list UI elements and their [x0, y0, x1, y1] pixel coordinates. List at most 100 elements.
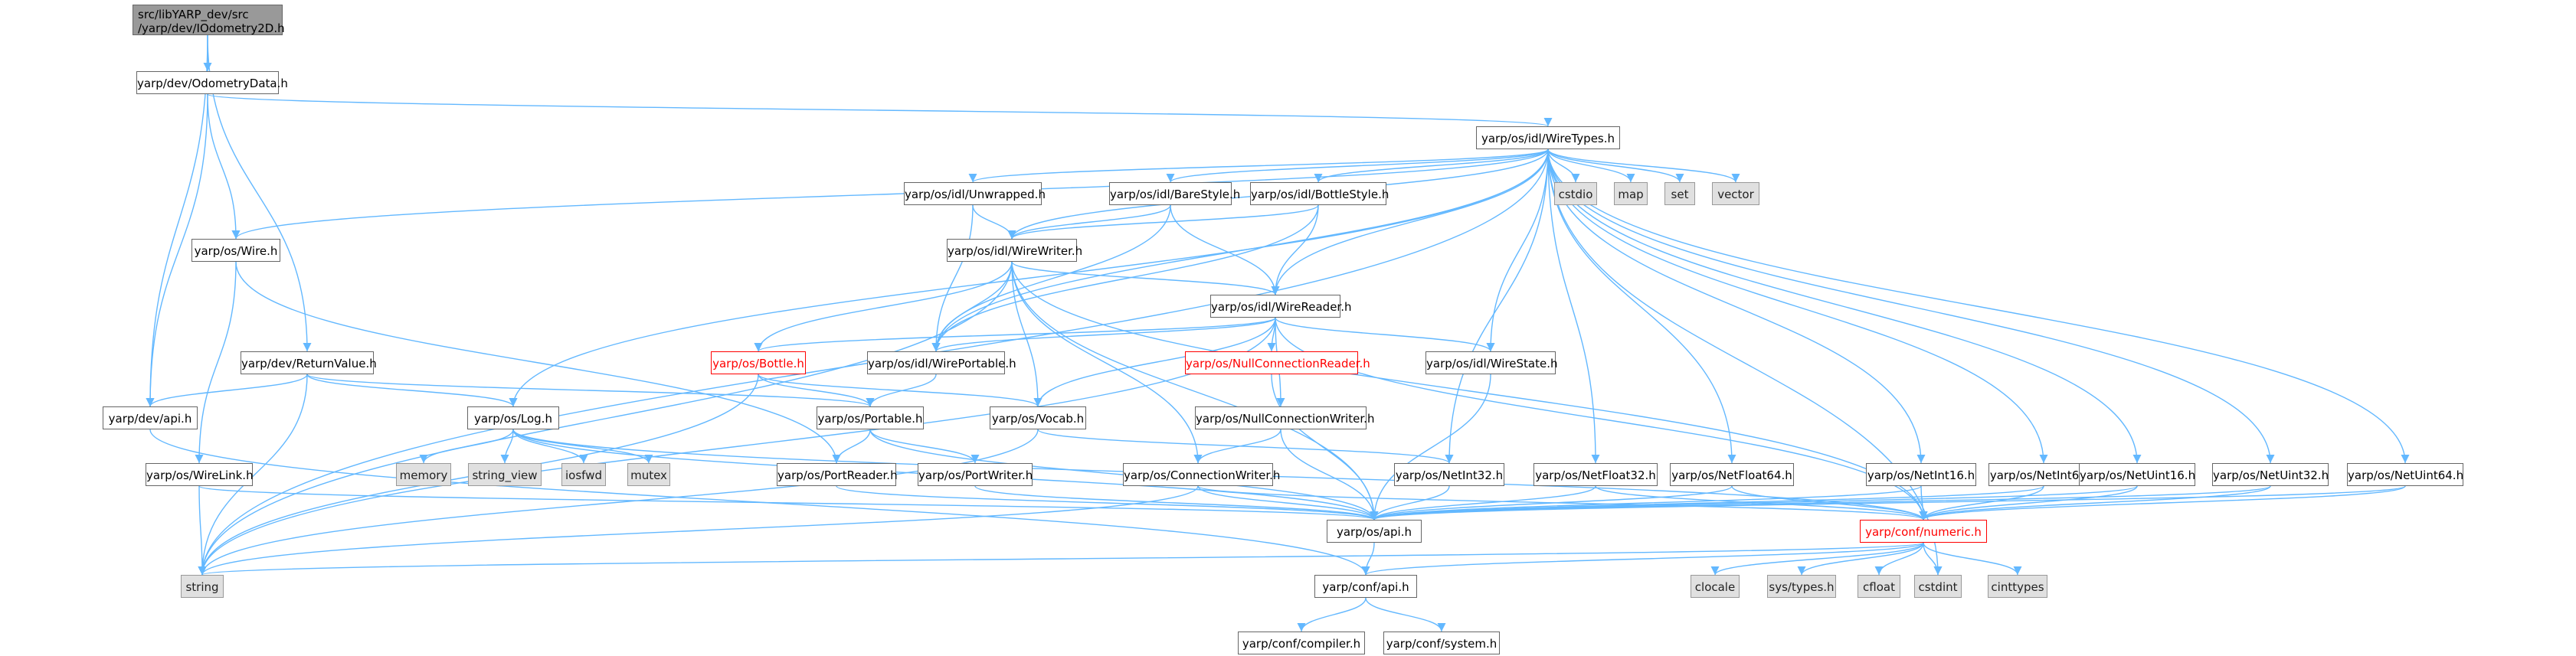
edge-wire-link-to-string — [198, 485, 207, 576]
edge-wire-types-to-net-int16 — [1547, 148, 1926, 464]
node-conf-api[interactable]: yarp/conf/api.h — [1314, 575, 1417, 598]
node-port-writer[interactable]: yarp/os/PortWriter.h — [918, 463, 1033, 486]
edge-vocab-to-net-int32 — [1037, 429, 1454, 464]
node-wire[interactable]: yarp/os/Wire.h — [191, 239, 280, 262]
edge-return-value-to-portable — [306, 374, 875, 407]
edge-log-to-memory — [419, 429, 514, 464]
edge-port-reader-to-os-api — [836, 485, 1379, 521]
edge-bottle-to-portable — [758, 374, 875, 407]
edge-vocab-to-string — [198, 429, 1039, 576]
edge-port-writer-to-os-api — [974, 485, 1379, 521]
node-return-value[interactable]: yarp/dev/ReturnValue.h — [241, 351, 377, 374]
node-conf-numeric[interactable]: yarp/conf/numeric.h — [1860, 520, 1987, 543]
node-memory: memory — [396, 463, 451, 486]
edge-wire-portable-to-portable — [866, 374, 937, 407]
edge-conf-api-to-conf-compiler — [1297, 597, 1367, 632]
node-root[interactable]: src/libYARP_dev/src /yarp/dev/IOdometry2… — [133, 5, 285, 35]
node-wire-portable[interactable]: yarp/os/idl/WirePortable.h — [867, 351, 1016, 374]
edge-null-conn-writer-to-conn-writer — [1193, 429, 1281, 464]
node-net-float32[interactable]: yarp/os/NetFloat32.h — [1533, 463, 1658, 486]
edge-wire-types-to-cstdint — [1547, 148, 1943, 576]
node-wire-reader[interactable]: yarp/os/idl/WireReader.h — [1210, 295, 1352, 318]
node-wire-writer[interactable]: yarp/os/idl/WireWriter.h — [947, 239, 1082, 262]
edge-wire-types-to-bottle-style — [1314, 148, 1549, 183]
edge-portable-to-os-api — [869, 429, 1379, 521]
node-wire-types[interactable]: yarp/os/idl/WireTypes.h — [1476, 126, 1620, 149]
edge-bottle-style-to-wire-portable — [931, 204, 1319, 352]
node-map: map — [1614, 182, 1648, 205]
node-wire-state[interactable]: yarp/os/idl/WireState.h — [1425, 351, 1557, 374]
edge-conn-writer-to-os-api — [1197, 485, 1379, 521]
node-os-api[interactable]: yarp/os/api.h — [1327, 520, 1422, 543]
edge-return-value-to-string — [198, 374, 308, 576]
node-bottle-style[interactable]: yarp/os/idl/BottleStyle.h — [1250, 182, 1389, 205]
node-conn-writer[interactable]: yarp/os/ConnectionWriter.h — [1123, 463, 1280, 486]
edge-net-int64-to-conf-numeric — [1919, 485, 2044, 521]
edge-wire-types-to-log — [509, 148, 1549, 407]
node-cinttypes: cinttypes — [1988, 575, 2047, 598]
node-dev-api[interactable]: yarp/dev/api.h — [103, 406, 198, 429]
node-vector: vector — [1712, 182, 1759, 205]
edge-unwrapped-to-wire-writer — [972, 204, 1016, 240]
node-net-int16[interactable]: yarp/os/NetInt16.h — [1866, 463, 1976, 486]
node-net-uint64[interactable]: yarp/os/NetUint64.h — [2347, 463, 2463, 486]
node-conf-system[interactable]: yarp/conf/system.h — [1383, 632, 1500, 654]
edge-bare-style-to-wire-reader — [1170, 204, 1280, 295]
node-log[interactable]: yarp/os/Log.h — [467, 406, 559, 429]
node-port-reader[interactable]: yarp/os/PortReader.h — [777, 463, 898, 486]
node-mutex: mutex — [627, 463, 670, 486]
edge-null-conn-reader-to-os-api — [1271, 374, 1379, 521]
edge-bottle-style-to-wire-writer — [1007, 204, 1319, 240]
edge-portable-to-port-reader — [832, 429, 871, 464]
edge-unwrapped-to-wire-portable — [931, 204, 974, 352]
edge-conf-numeric-to-sys-types — [1797, 542, 1924, 576]
node-net-uint32[interactable]: yarp/os/NetUint32.h — [2212, 463, 2329, 486]
edge-wire-types-to-net-float32 — [1547, 148, 1600, 464]
edge-conf-api-to-conf-system — [1365, 597, 1446, 632]
edge-wire-types-to-map — [1547, 148, 1635, 183]
edge-odometry-data-to-wire-types — [207, 93, 1552, 127]
node-net-float64[interactable]: yarp/os/NetFloat64.h — [1670, 463, 1794, 486]
edge-return-value-to-log — [306, 374, 518, 407]
node-string: string — [181, 575, 224, 598]
node-odometry-data[interactable]: yarp/dev/OdometryData.h — [136, 71, 288, 94]
node-set: set — [1664, 182, 1695, 205]
node-bare-style[interactable]: yarp/os/idl/BareStyle.h — [1109, 182, 1240, 205]
edge-wire-writer-to-string — [198, 261, 1013, 576]
edge-wire-types-to-net-int64 — [1547, 148, 2048, 464]
edge-wire-to-wire-link — [195, 261, 237, 464]
edge-wire-reader-to-wire-portable — [931, 317, 1276, 352]
edge-return-value-to-dev-api — [146, 374, 308, 407]
node-bottle[interactable]: yarp/os/Bottle.h — [711, 351, 806, 374]
edge-null-conn-writer-to-os-api — [1280, 429, 1379, 521]
node-net-uint16[interactable]: yarp/os/NetUint16.h — [2079, 463, 2195, 486]
node-clocale: clocale — [1691, 575, 1740, 598]
edge-os-api-to-conf-api — [1361, 542, 1375, 576]
node-vocab[interactable]: yarp/os/Vocab.h — [990, 406, 1086, 429]
edge-wire-writer-to-conn-writer — [1011, 261, 1203, 464]
node-unwrapped[interactable]: yarp/os/idl/Unwrapped.h — [904, 182, 1046, 205]
edge-wire-types-to-net-int32 — [1445, 148, 1549, 464]
node-conf-compiler[interactable]: yarp/conf/compiler.h — [1238, 632, 1365, 654]
node-net-int32[interactable]: yarp/os/NetInt32.h — [1394, 463, 1504, 486]
edge-wire-types-to-net-float64 — [1547, 148, 1736, 464]
node-string-view: string_view — [468, 463, 542, 486]
edge-root-to-dev-api — [146, 34, 208, 407]
edge-conn-writer-to-string — [198, 485, 1199, 576]
edge-net-int16-to-os-api — [1370, 485, 1922, 521]
edge-wire-writer-to-bottle — [754, 261, 1013, 352]
edge-wire-reader-to-vocab — [1033, 317, 1276, 407]
edge-log-to-iosfwd — [512, 429, 588, 464]
node-cfloat: cfloat — [1858, 575, 1900, 598]
node-portable[interactable]: yarp/os/Portable.h — [817, 406, 924, 429]
edge-conf-numeric-to-cfloat — [1874, 542, 1924, 576]
node-null-conn-writer[interactable]: yarp/os/NullConnectionWriter.h — [1195, 406, 1374, 429]
edge-wire-types-to-vector — [1547, 148, 1740, 183]
edge-net-uint32-to-conf-numeric — [1919, 485, 2271, 521]
node-null-conn-reader[interactable]: yarp/os/NullConnectionReader.h — [1185, 351, 1370, 374]
node-wire-link[interactable]: yarp/os/WireLink.h — [146, 463, 254, 486]
node-root-line1: src/libYARP_dev/src — [138, 8, 249, 21]
node-sys-types: sys/types.h — [1767, 575, 1836, 598]
edge-wire-types-to-wire — [231, 148, 1549, 240]
edge-conf-numeric-to-cinttypes — [1923, 542, 2022, 576]
